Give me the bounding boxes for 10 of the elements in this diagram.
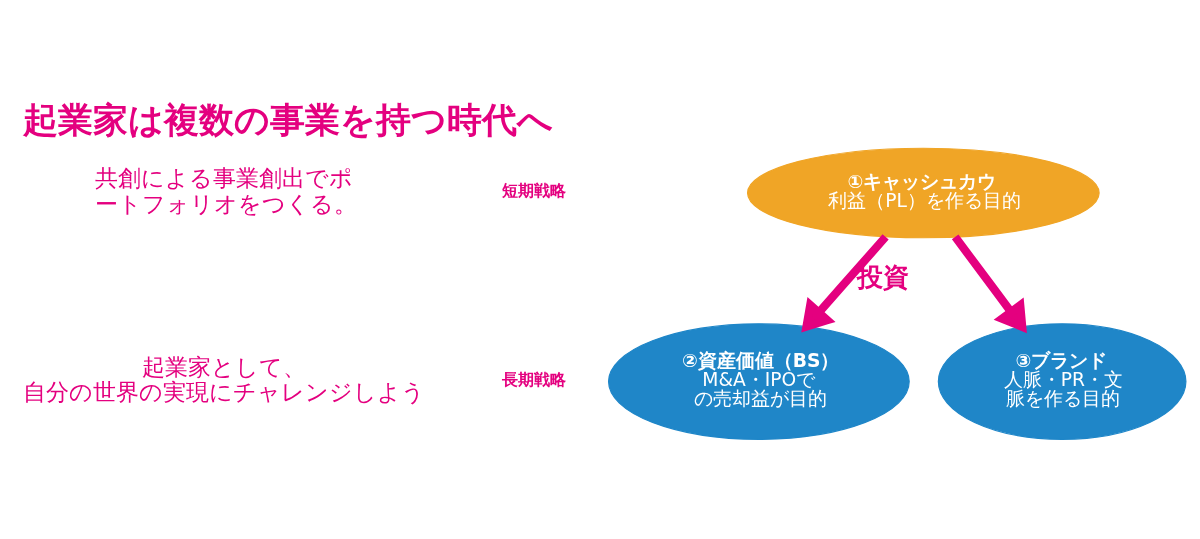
node-ellipse: ①キャッシュカウ 利益（PL）を作る目的 xyxy=(746,147,1100,238)
diagram-title: 起業家は複数の事業を持つ時代へ xyxy=(23,99,554,140)
node-ellipse: ②資産価値（BS） M&A・IPOでの売却益が目的 xyxy=(607,322,910,440)
label: 短期戦略 xyxy=(502,180,567,200)
node-ellipse: ③ブランド 人脈・PR・文脈を作る目的 xyxy=(937,322,1187,440)
arrow xyxy=(801,233,889,332)
arrow xyxy=(951,234,1027,333)
label: 共創による事業創出でポートフォリオをつくる。 xyxy=(94,163,357,217)
label: 長期戦略 xyxy=(502,369,567,389)
label: 起業家として、自分の世界の実現にチャレンジしよう xyxy=(23,352,426,405)
